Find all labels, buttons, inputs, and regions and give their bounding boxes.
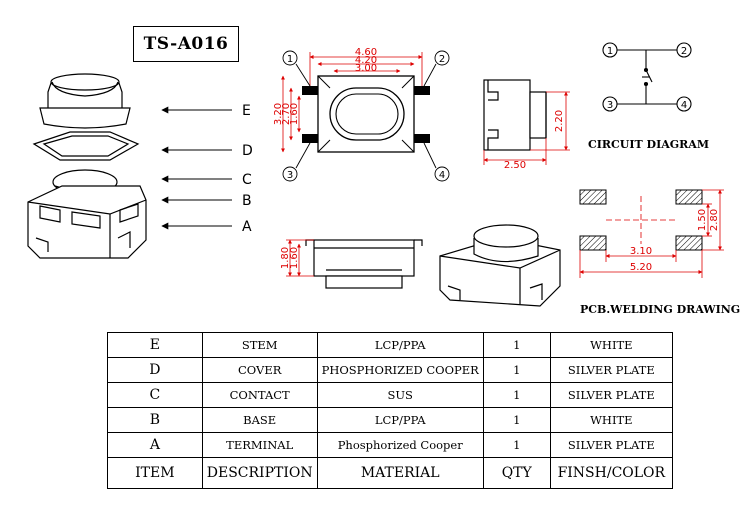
- dim-side-height: 2.20: [554, 110, 565, 132]
- label-d: D: [242, 143, 253, 159]
- front-view-dim-labels: 1.80 1.60: [280, 247, 300, 269]
- row-finish: WHITE: [549, 332, 674, 358]
- exploded-letters: E D C B A: [242, 103, 253, 235]
- front-view: [305, 239, 423, 289]
- header-description: DESCRIPTION: [201, 457, 318, 489]
- front-view-dims: [286, 239, 314, 277]
- row-item: C: [107, 382, 203, 408]
- side-view-dims: [483, 91, 570, 165]
- circuit-node-4: 4: [681, 100, 687, 111]
- exploded-arrows: [161, 106, 232, 230]
- dim-height-160: 1.60: [289, 103, 300, 125]
- label-a: A: [242, 219, 252, 235]
- circuit-node-1: 1: [607, 46, 613, 57]
- table-row: E STEM LCP/PPA 1 WHITE: [107, 332, 674, 358]
- row-material: LCP/PPA: [316, 407, 484, 433]
- row-description: COVER: [201, 357, 318, 383]
- row-qty: 1: [482, 407, 551, 433]
- base-part: [27, 185, 147, 259]
- dim-height-320: 3.20: [273, 103, 284, 125]
- dim-width-420: 4.20: [355, 55, 377, 66]
- label-b: B: [242, 193, 252, 209]
- pcb-dim-labels: 3.10 5.20 1.50 2.80: [630, 209, 720, 273]
- pin-4-label: 4: [439, 170, 445, 181]
- pin-2-label: 2: [439, 54, 445, 65]
- dim-height-270: 2.70: [281, 103, 292, 125]
- dim-front-180: 1.80: [280, 247, 291, 269]
- dim-width-300: 3.00: [355, 63, 377, 74]
- pin-callouts: [282, 50, 450, 182]
- row-description: TERMINAL: [201, 432, 318, 458]
- circuit-node-labels: 1 2 3 4: [607, 46, 687, 111]
- dim-pcb-310: 3.10: [630, 246, 652, 257]
- row-description: BASE: [201, 407, 318, 433]
- row-description: STEM: [201, 332, 318, 358]
- header-qty: QTY: [482, 457, 551, 489]
- table-row: C CONTACT SUS 1 SILVER PLATE: [107, 382, 674, 408]
- dim-side-width: 2.50: [504, 160, 526, 171]
- row-item: D: [107, 357, 203, 383]
- row-item: B: [107, 407, 203, 433]
- pcb-drawing-caption: PCB.WELDING DRAWING: [580, 303, 741, 316]
- exploded-view: [27, 73, 147, 259]
- dim-front-160: 1.60: [289, 247, 300, 269]
- pin-3-label: 3: [287, 170, 293, 181]
- header-material: MATERIAL: [316, 457, 484, 489]
- cover-part: [32, 131, 140, 161]
- row-qty: 1: [482, 432, 551, 458]
- header-finish: FINSH/COLOR: [549, 457, 674, 489]
- row-material: Phosphorized Cooper: [316, 432, 484, 458]
- row-finish: SILVER PLATE: [549, 357, 674, 383]
- row-item: E: [107, 332, 203, 358]
- dim-pcb-520: 5.20: [630, 262, 652, 273]
- row-item: A: [107, 432, 203, 458]
- header-item: ITEM: [107, 457, 203, 489]
- row-qty: 1: [482, 382, 551, 408]
- label-c: C: [242, 172, 252, 188]
- row-finish: WHITE: [549, 407, 674, 433]
- row-material: SUS: [316, 382, 484, 408]
- top-view: [302, 75, 430, 153]
- circuit-diagram-caption: CIRCUIT DIAGRAM: [588, 138, 710, 151]
- circuit-diagram: [602, 42, 692, 112]
- side-view-dim-labels: 2.20 2.50: [504, 110, 565, 171]
- pcb-dims: [579, 189, 724, 278]
- circuit-node-3: 3: [607, 100, 613, 111]
- table-row: B BASE LCP/PPA 1 WHITE: [107, 407, 674, 433]
- row-finish: SILVER PLATE: [549, 382, 674, 408]
- stem-part: [39, 73, 131, 129]
- dim-pcb-280: 2.80: [709, 209, 720, 231]
- part-number-title: TS-A016: [133, 26, 239, 62]
- pin-1-label: 1: [287, 54, 293, 65]
- pin-numbers: 1 2 3 4: [287, 54, 445, 181]
- row-material: PHOSPHORIZED COOPER: [316, 357, 484, 383]
- label-e: E: [242, 103, 251, 119]
- row-material: LCP/PPA: [316, 332, 484, 358]
- row-finish: SILVER PLATE: [549, 432, 674, 458]
- top-view-dim-labels: 4.60 4.20 3.00 3.20 2.70 1.60: [273, 47, 377, 125]
- row-qty: 1: [482, 357, 551, 383]
- side-view: [483, 79, 547, 151]
- dim-pcb-150: 1.50: [697, 209, 708, 231]
- circuit-node-2: 2: [681, 46, 687, 57]
- row-description: CONTACT: [201, 382, 318, 408]
- row-qty: 1: [482, 332, 551, 358]
- table-row: A TERMINAL Phosphorized Cooper 1 SILVER …: [107, 432, 674, 458]
- technical-drawing: E D C B A 4.60 4.20 3.00 3.20 2.70 1.60: [27, 42, 724, 307]
- table-header-row: ITEM DESCRIPTION MATERIAL QTY FINSH/COLO…: [107, 457, 674, 489]
- bill-of-materials: E STEM LCP/PPA 1 WHITE D COVER PHOSPHORI…: [107, 332, 674, 489]
- pcb-layout: [579, 189, 703, 251]
- dim-width-460: 4.60: [355, 47, 377, 58]
- assembled-view: [439, 224, 561, 307]
- top-view-dims: [281, 52, 423, 153]
- table-row: D COVER PHOSPHORIZED COOPER 1 SILVER PLA…: [107, 357, 674, 383]
